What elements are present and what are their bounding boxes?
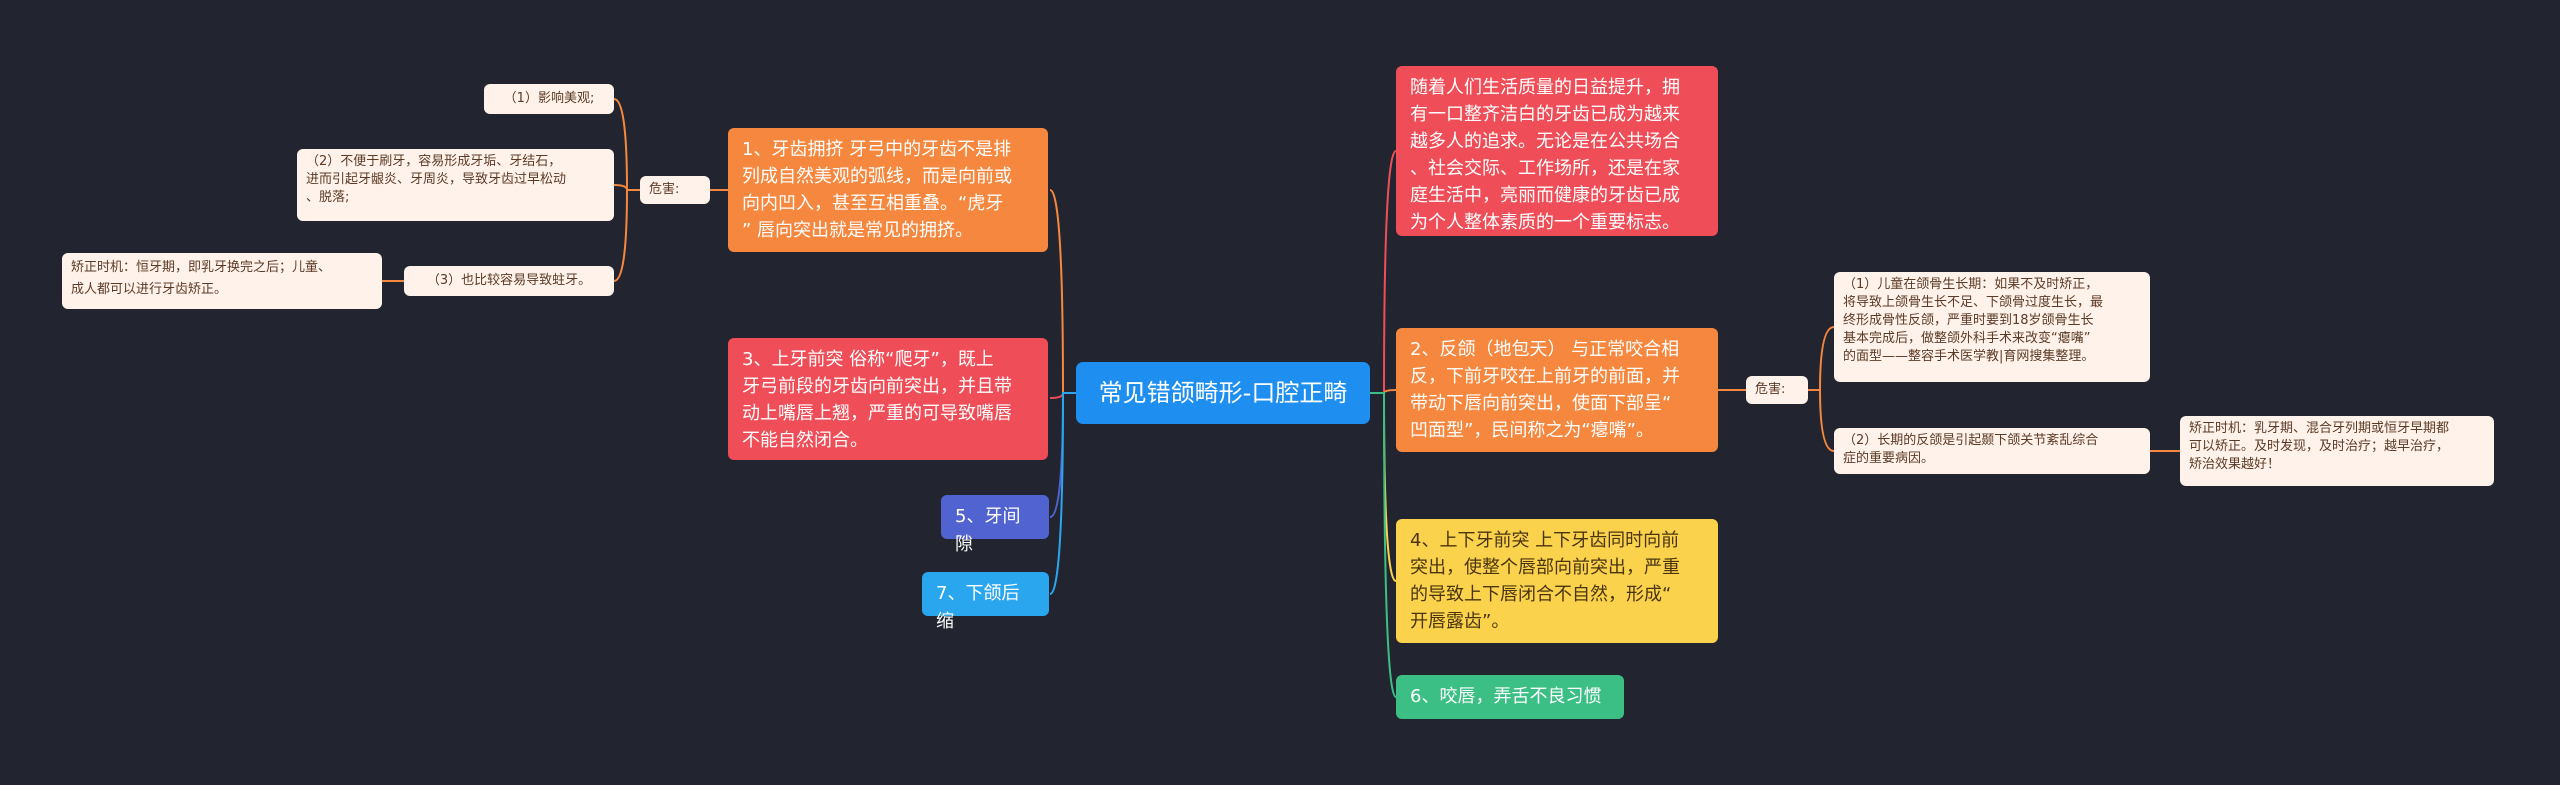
branch-bimaxillary-protrusion[interactable]: 4、上下牙前突 上下牙齿同时向前 突出，使整个唇部向前突出，严重 的导致上下唇闭… xyxy=(1396,519,1718,643)
central-topic[interactable]: 常见错颌畸形-口腔正畸 xyxy=(1076,362,1370,424)
timing-right[interactable]: 矫正时机：乳牙期、混合牙列期或恒牙早期都 可以矫正。及时发现，及时治疗；越早治疗… xyxy=(2180,416,2494,486)
timing-left[interactable]: 矫正时机：恒牙期，即乳牙换完之后；儿童、 成人都可以进行牙齿矫正。 xyxy=(62,253,382,309)
harm-item-appearance[interactable]: （1）影响美观; xyxy=(484,84,614,114)
harm-item-brushing[interactable]: （2）不便于刷牙，容易形成牙垢、牙结石， 进而引起牙龈炎、牙周炎，导致牙齿过早松… xyxy=(297,149,614,221)
branch-bad-habit[interactable]: 6、咬唇，弄舌不良习惯 xyxy=(1396,675,1624,719)
link-harm-1 xyxy=(613,98,640,191)
link-center-intro xyxy=(1370,150,1397,394)
link-harm-3 xyxy=(613,189,640,282)
branch-crossbite[interactable]: 2、反颌（地包天） 与正常咬合相 反，下前牙咬在上前牙的前面，并 带动下唇向前突… xyxy=(1396,328,1718,452)
link-rharm-2 xyxy=(1808,389,1835,452)
branch-mandible-retrusion[interactable]: 7、下颌后缩 xyxy=(922,572,1049,632)
link-center-retrusion xyxy=(1049,392,1076,595)
harm-item-children-growth[interactable]: （1）儿童在颌骨生长期：如果不及时矫正， 将导致上颌骨生长不足、下颌骨过度生长，… xyxy=(1834,272,2150,382)
branch-upper-protrusion[interactable]: 3、上牙前突 俗称“爬牙”，既上 牙弓前段的牙齿向前突出，并且带 动上嘴唇上翘，… xyxy=(728,338,1048,460)
harm-item-tmj[interactable]: （2）长期的反颌是引起颞下颌关节紊乱综合 症的重要病因。 xyxy=(1834,428,2150,474)
branch-intro[interactable]: 随着人们生活质量的日益提升，拥 有一口整齐洁白的牙齿已成为越来 越多人的追求。无… xyxy=(1396,66,1718,236)
branch-tooth-crowding[interactable]: 1、牙齿拥挤 牙弓中的牙齿不是排 列成自然美观的弧线，而是向前或 向内凹入，甚至… xyxy=(728,128,1048,252)
link-center-crowding xyxy=(1049,189,1076,394)
link-center-habit xyxy=(1370,392,1397,698)
branch-tooth-gap[interactable]: 5、牙间隙 xyxy=(941,495,1049,555)
harm-item-cavities[interactable]: （3）也比较容易导致蛀牙。 xyxy=(404,266,614,296)
link-rharm-1 xyxy=(1808,326,1835,391)
harm-label-left[interactable]: 危害: xyxy=(640,176,710,204)
link-center-openbite xyxy=(1370,392,1397,582)
harm-label-right[interactable]: 危害: xyxy=(1746,376,1808,404)
